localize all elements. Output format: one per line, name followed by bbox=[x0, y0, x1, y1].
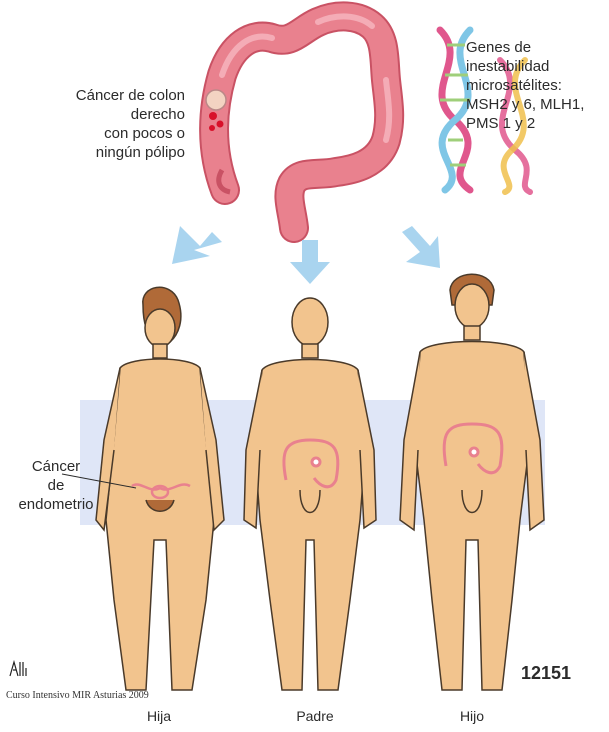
endometrial-cancer-label: Cáncer de endometrio bbox=[6, 457, 106, 514]
genes-line: MSH2 y 6, MLH1, bbox=[466, 95, 606, 114]
arrow-to-son bbox=[402, 226, 440, 268]
colon-illustration bbox=[206, 16, 389, 228]
daughter-label: Hija bbox=[99, 708, 219, 724]
arrow-to-father bbox=[290, 240, 330, 284]
endometrial-line: Cáncer bbox=[6, 457, 106, 476]
credit-text: Curso Intensivo MIR Asturias 2009 bbox=[6, 690, 149, 701]
tumor-mass bbox=[206, 90, 226, 110]
arrow-to-daughter bbox=[172, 226, 222, 264]
genes-label: Genes de inestabilidad microsatélites: M… bbox=[466, 38, 606, 133]
blood-drop bbox=[209, 112, 217, 120]
endometrial-line: endometrio bbox=[6, 495, 106, 514]
endometrial-line: de bbox=[6, 476, 106, 495]
genes-line: inestabilidad bbox=[466, 57, 606, 76]
colon-cancer-line: ningún pólipo bbox=[20, 143, 185, 162]
daughter-figure bbox=[96, 287, 224, 690]
father-figure bbox=[244, 298, 376, 690]
colon-cancer-label: Cáncer de colon derecho con pocos o ning… bbox=[20, 86, 185, 162]
genes-line: Genes de bbox=[466, 38, 606, 57]
colon-cancer-line: con pocos o bbox=[20, 124, 185, 143]
colon-cancer-line: Cáncer de colon bbox=[20, 86, 185, 105]
son-label: Hijo bbox=[412, 708, 532, 724]
son-figure bbox=[400, 274, 544, 690]
genes-line: PMS 1 y 2 bbox=[466, 114, 606, 133]
colon-cancer-line: derecho bbox=[20, 105, 185, 124]
signature-logo bbox=[10, 662, 26, 676]
father-label: Padre bbox=[255, 708, 375, 724]
genes-line: microsatélites: bbox=[466, 76, 606, 95]
figure-code: 12151 bbox=[521, 663, 571, 684]
blood-drop bbox=[217, 121, 224, 128]
blood-drop bbox=[209, 125, 215, 131]
